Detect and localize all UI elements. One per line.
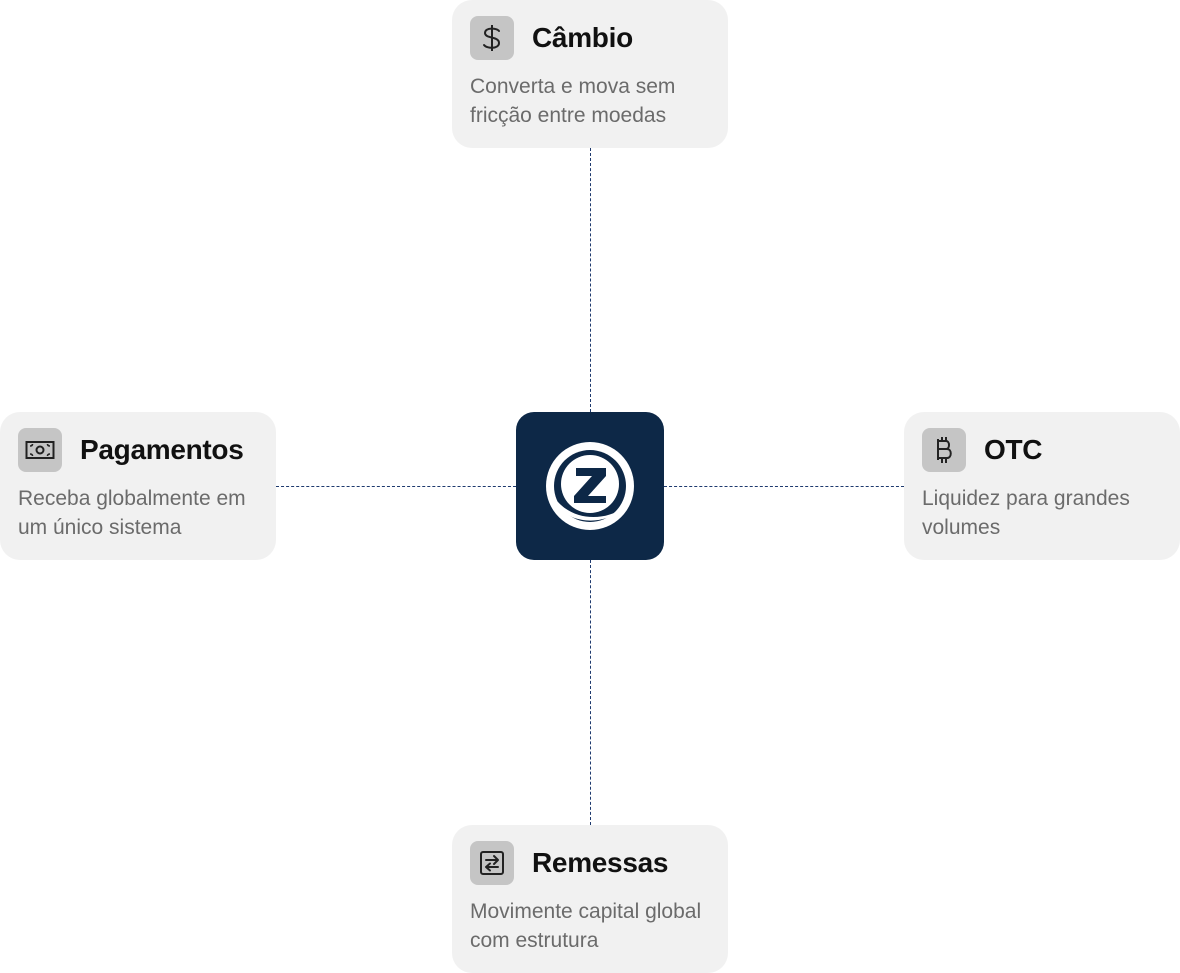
card-header: OTC (922, 428, 1162, 472)
banknote-icon (18, 428, 62, 472)
connector-bottom (590, 560, 591, 825)
card-header: Remessas (470, 841, 710, 885)
connector-left (276, 486, 516, 487)
card-otc[interactable]: OTC Liquidez para grandes volumes (904, 412, 1180, 560)
z-logo-icon (546, 442, 634, 530)
card-remessas[interactable]: Remessas Movimente capital global com es… (452, 825, 728, 973)
card-description: Converta e mova sem fricção entre moedas (470, 75, 676, 127)
bitcoin-icon (922, 428, 966, 472)
center-hub-logo (516, 412, 664, 560)
card-header: Pagamentos (18, 428, 258, 472)
dollar-icon (470, 16, 514, 60)
card-description: Liquidez para grandes volumes (922, 487, 1130, 539)
card-title: Remessas (532, 847, 669, 878)
connector-top (590, 148, 591, 412)
card-description: Receba globalmente em um único sistema (18, 487, 246, 539)
card-pagamentos[interactable]: Pagamentos Receba globalmente em um únic… (0, 412, 276, 560)
connector-right (664, 486, 904, 487)
transfer-arrows-icon (470, 841, 514, 885)
card-title: OTC (984, 434, 1043, 465)
card-description: Movimente capital global com estrutura (470, 900, 702, 952)
card-title: Pagamentos (80, 434, 244, 465)
card-title: Câmbio (532, 22, 633, 53)
card-header: Câmbio (470, 16, 710, 60)
card-cambio[interactable]: Câmbio Converta e mova sem fricção entre… (452, 0, 728, 148)
